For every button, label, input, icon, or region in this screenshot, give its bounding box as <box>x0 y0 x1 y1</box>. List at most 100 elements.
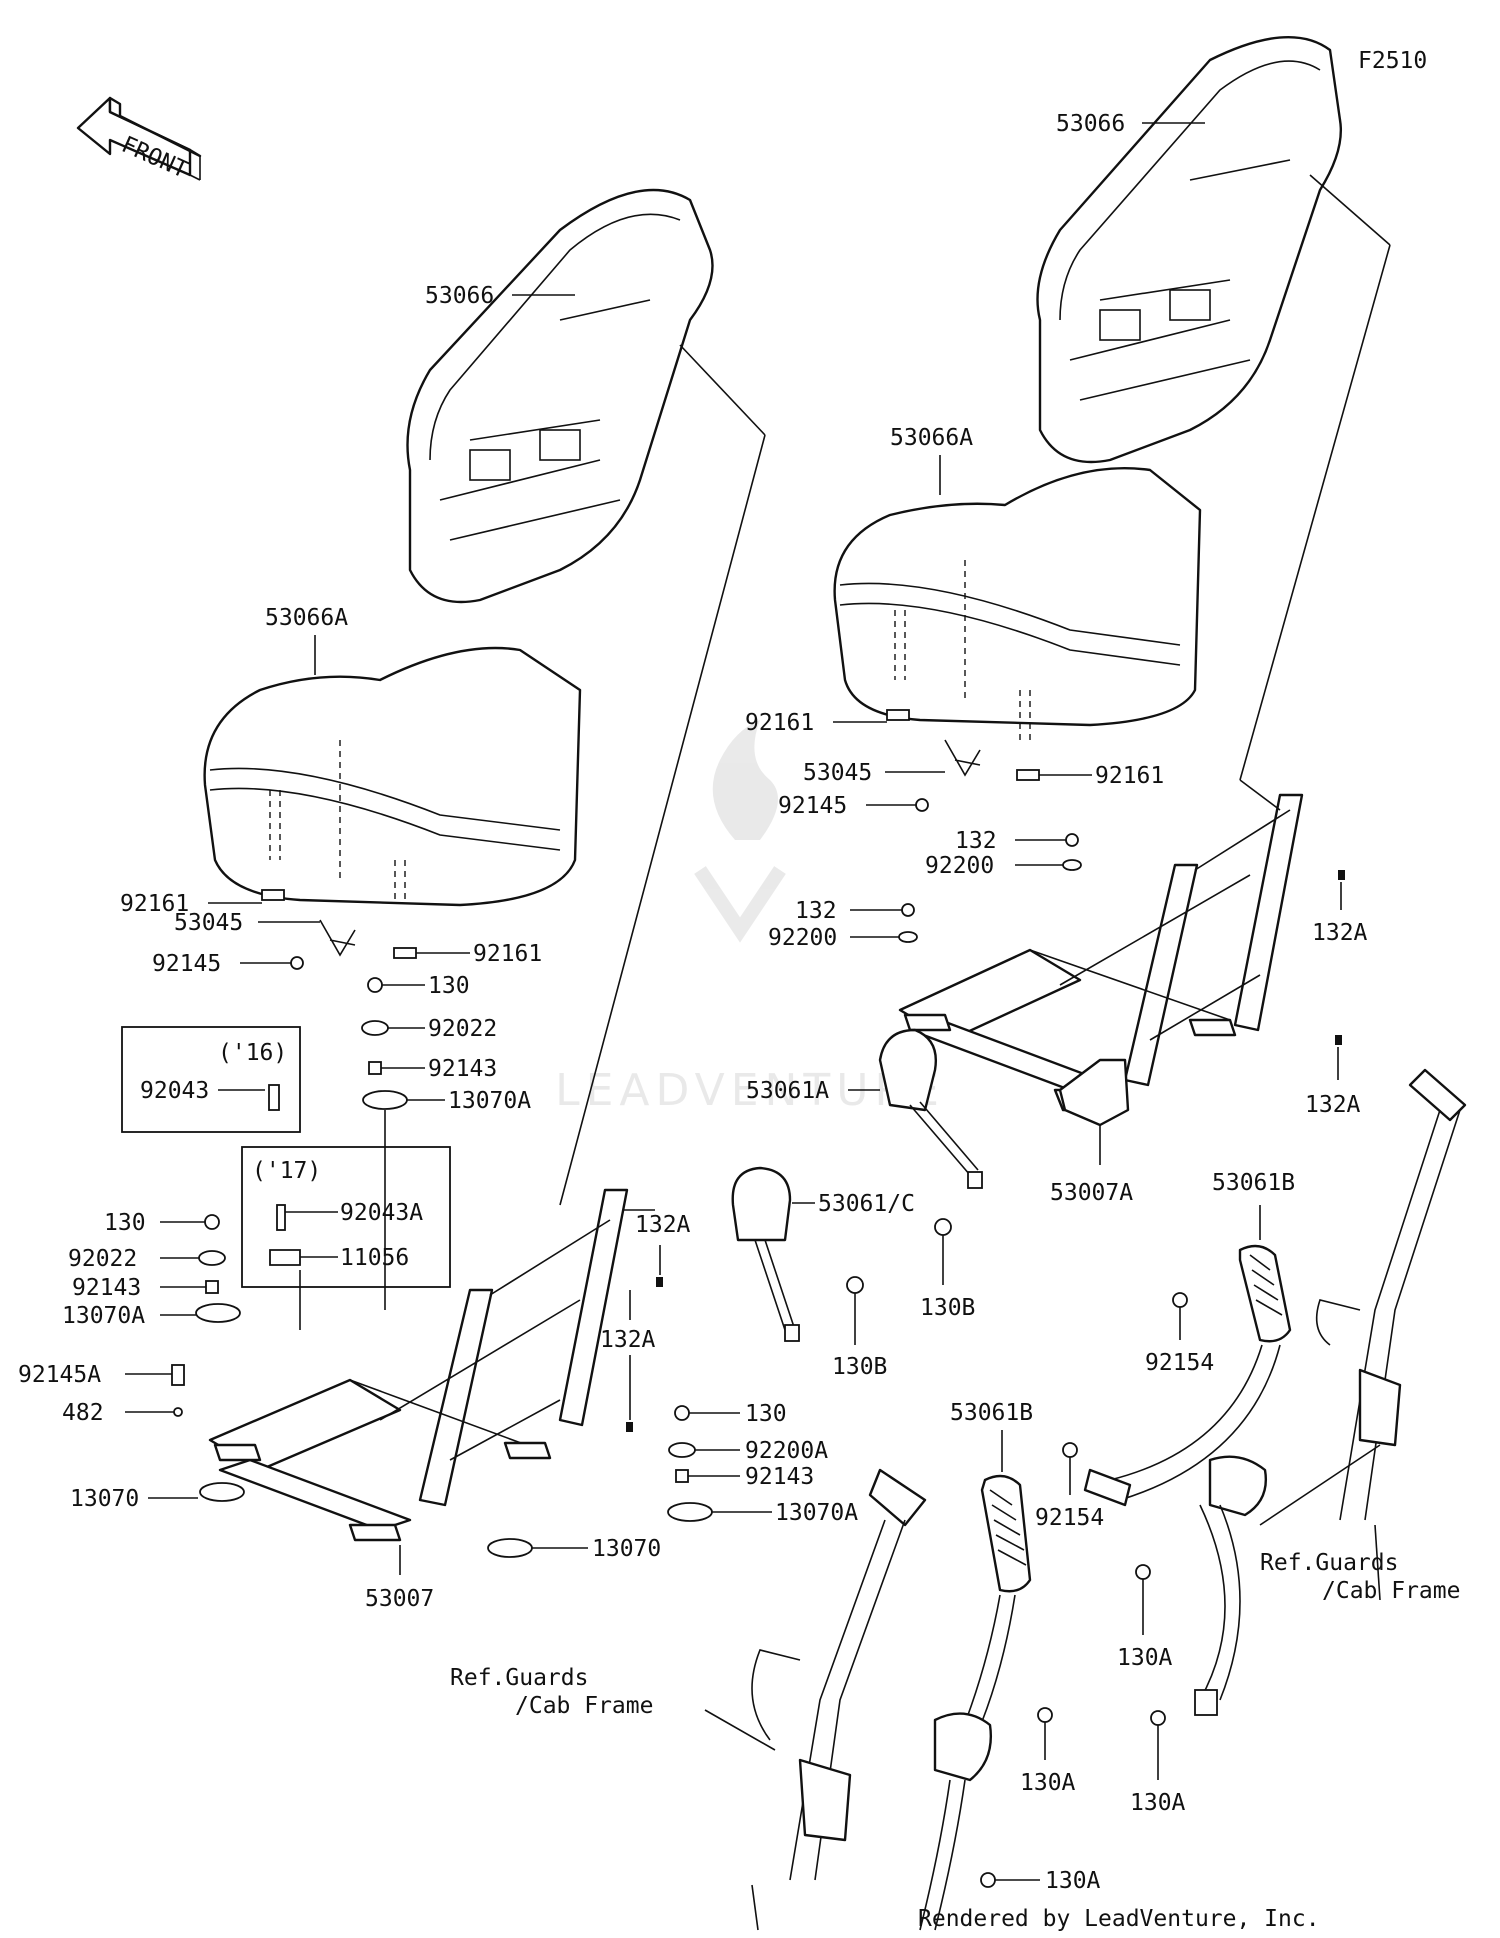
bolt-132-a <box>1065 833 1079 847</box>
washer-92200-a <box>1062 859 1082 871</box>
grommet-13070-b <box>487 1538 533 1558</box>
bolt-132A-d <box>1335 1035 1342 1045</box>
bolt-130A-right-b <box>1150 1710 1166 1726</box>
bolt-132A-b <box>626 1422 633 1432</box>
label-132A-c: 132A <box>1312 920 1368 946</box>
buckle-53061A <box>878 1028 983 1189</box>
buckle-53061C <box>731 1166 800 1342</box>
label-92200-b: 92200 <box>768 925 837 951</box>
ref-right-line-2: /Cab Frame <box>1322 1578 1460 1604</box>
label-53066A-right: 53066A <box>890 425 973 451</box>
label-92161-left-b: 92161 <box>473 941 542 967</box>
label-92200-a: 92200 <box>925 853 994 879</box>
label-92143-c: 92143 <box>745 1464 814 1490</box>
label-130A-left-b: 130A <box>1045 1868 1101 1894</box>
cab-frame-left <box>751 1468 927 1931</box>
collar-92143-b <box>205 1280 219 1294</box>
label-130A-right-b: 130A <box>1130 1790 1186 1816</box>
bolt-132-b <box>901 903 915 917</box>
label-53066-left: 53066 <box>425 283 494 309</box>
label-53061A: 53061A <box>746 1078 829 1104</box>
year-box-16-label: ('16) <box>218 1040 287 1066</box>
label-132A-d: 132A <box>1305 1092 1361 1118</box>
credit: Rendered by LeadVenture, Inc. <box>918 1906 1320 1932</box>
label-11056: 11056 <box>340 1245 409 1271</box>
label-92161-left-a: 92161 <box>120 891 189 917</box>
front-arrow-icon: FRONT <box>76 96 202 184</box>
label-130A-left-a: 130A <box>1020 1770 1076 1796</box>
label-130-c: 130 <box>745 1401 787 1427</box>
seat-frame-right <box>898 793 1304 1112</box>
bolt-92154-left <box>1062 1442 1078 1458</box>
year-box-17 <box>241 1146 451 1288</box>
bolt-92043 <box>268 1084 280 1111</box>
label-13070A-b: 13070A <box>62 1303 145 1329</box>
spring-92145-right <box>915 798 929 812</box>
label-13070-b: 13070 <box>592 1536 661 1562</box>
label-92043A: 92043A <box>340 1200 423 1226</box>
seat-cushion-left <box>203 646 582 907</box>
diagram-code: F2510 <box>1358 48 1427 74</box>
ref-left-line-2: /Cab Frame <box>515 1693 653 1719</box>
label-92161-right-b: 92161 <box>1095 763 1164 789</box>
bolt-130B-a <box>846 1276 864 1294</box>
label-92200A: 92200A <box>745 1438 828 1464</box>
seatbelt-53061B-left <box>919 1474 1032 1931</box>
label-53066A-left: 53066A <box>265 605 348 631</box>
washer-92200-b <box>898 931 918 943</box>
grommet-13070A-c <box>667 1502 713 1522</box>
ref-right-line-1: Ref.Guards <box>1260 1550 1398 1576</box>
label-92154-right: 92154 <box>1145 1350 1214 1376</box>
clip-92161-right-a <box>886 709 910 721</box>
seat-frame-left <box>208 1188 629 1542</box>
watermark: LEADVENTURE <box>555 720 939 1116</box>
label-92145-left: 92145 <box>152 951 221 977</box>
label-92143-b: 92143 <box>72 1275 141 1301</box>
label-53061B-right: 53061B <box>1212 1170 1295 1196</box>
seat-backrest-right <box>1036 35 1342 464</box>
label-130B-a: 130B <box>832 1354 887 1380</box>
label-92022-a: 92022 <box>428 1016 497 1042</box>
bolt-130A-right-a <box>1135 1564 1151 1580</box>
washer-92200A <box>668 1442 696 1458</box>
label-13070-a: 13070 <box>70 1486 139 1512</box>
seat-backrest-left <box>406 188 714 604</box>
washer-92022-a <box>361 1020 389 1036</box>
label-13070A-a: 13070A <box>448 1088 531 1114</box>
label-132-a: 132 <box>955 828 997 854</box>
bolt-130A-left-b <box>980 1872 996 1888</box>
seat-cushion-right <box>833 467 1202 740</box>
grommet-13070A-b <box>195 1303 241 1323</box>
label-92143-a: 92143 <box>428 1056 497 1082</box>
ref-left-line-1: Ref.Guards <box>450 1665 588 1691</box>
label-92022-b: 92022 <box>68 1246 137 1272</box>
label-92145A: 92145A <box>18 1362 101 1388</box>
year-box-17-label: ('17) <box>252 1158 321 1184</box>
clip-92161-right-b <box>1016 769 1040 781</box>
label-53007: 53007 <box>365 1586 434 1612</box>
bolt-130-a <box>367 977 383 993</box>
label-53066-right: 53066 <box>1056 111 1125 137</box>
bolt-132A-c <box>1338 870 1345 880</box>
label-13070A-c: 13070A <box>775 1500 858 1526</box>
label-92154-left: 92154 <box>1035 1505 1104 1531</box>
collar-92143-a <box>368 1061 382 1075</box>
bracket-53045-left <box>319 919 356 957</box>
bolt-132A-a <box>656 1277 663 1287</box>
collar-92143-c <box>675 1469 689 1483</box>
bolt-130-c <box>674 1405 690 1421</box>
label-482: 482 <box>62 1400 104 1426</box>
label-53007A: 53007A <box>1050 1180 1133 1206</box>
seatbelt-53061B-right <box>1083 1244 1292 1716</box>
label-132-b: 132 <box>795 898 837 924</box>
bolt-92043A <box>276 1204 286 1231</box>
washer-92022-b <box>198 1250 226 1266</box>
pin-482 <box>173 1407 183 1417</box>
label-92161-right-a: 92161 <box>745 710 814 736</box>
grommet-13070-a <box>199 1482 245 1502</box>
bracket-53045-right <box>944 739 981 777</box>
label-53045-left: 53045 <box>174 910 243 936</box>
label-53061C: 53061/C <box>818 1191 915 1217</box>
label-132A-a: 132A <box>635 1212 691 1238</box>
